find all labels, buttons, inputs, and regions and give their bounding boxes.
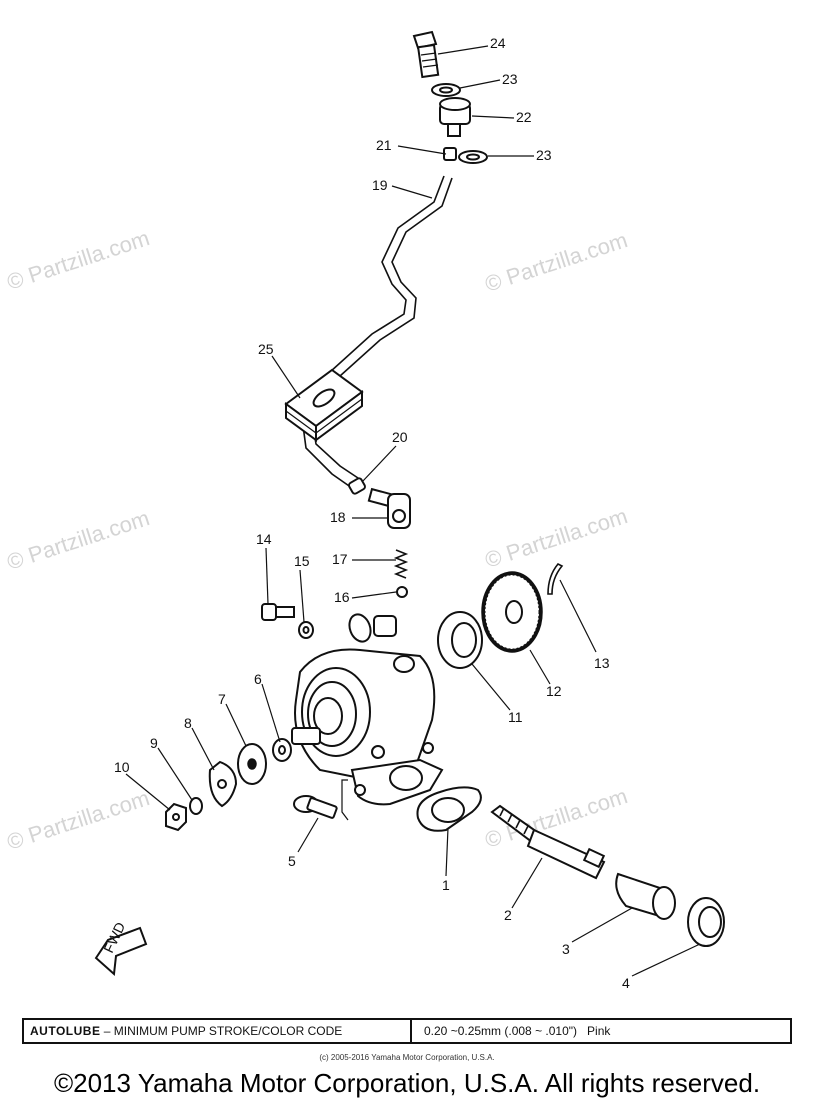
part-4-bearing (687, 897, 725, 947)
table-value: 0.20 ~0.25mm (.008 ~ .010") Pink (424, 1024, 611, 1038)
callout-14: 14 (256, 531, 272, 547)
small-copyright: (c) 2005-2016 Yamaha Motor Corporation, … (319, 1053, 495, 1062)
part-11-oil-seal (437, 611, 483, 669)
part-10-nut (165, 802, 187, 832)
part-1-gasket (416, 786, 482, 832)
part-24-bolt (412, 30, 440, 79)
table-label-bold: AUTOLUBE (30, 1024, 101, 1038)
part-14-bolt (261, 603, 295, 621)
callout-11: 11 (508, 709, 523, 725)
callout-16: 16 (334, 589, 350, 605)
watermark: © Partzilla.com (4, 505, 153, 575)
callout-21: 21 (376, 137, 392, 153)
callout-23-top: 23 (502, 71, 518, 87)
part-5-screw (293, 779, 349, 821)
watermark: © Partzilla.com (482, 503, 631, 573)
part-17-spring (393, 549, 409, 579)
callout-25: 25 (258, 341, 274, 357)
oil-pump-body (291, 613, 444, 806)
table-label: AUTOLUBE – MINIMUM PUMP STROKE/COLOR COD… (24, 1020, 412, 1042)
callouts: 24 23 22 21 23 19 25 20 18 14 17 15 16 1… (114, 35, 630, 991)
part-16-ball (396, 586, 408, 598)
callout-13: 13 (594, 655, 610, 671)
part-19-delivery-pipe (301, 175, 453, 489)
callout-7: 7 (218, 691, 226, 707)
callout-10: 10 (114, 759, 130, 775)
part-3-collar (615, 872, 676, 920)
callout-6: 6 (254, 671, 262, 687)
part-25-grommet (284, 368, 364, 442)
part-9-washer (189, 797, 203, 815)
callout-22: 22 (516, 109, 532, 125)
callout-4: 4 (622, 975, 630, 991)
autolube-code-table: AUTOLUBE – MINIMUM PUMP STROKE/COLOR COD… (22, 1018, 792, 1044)
watermark: © Partzilla.com (4, 785, 153, 855)
callout-18: 18 (330, 509, 346, 525)
callout-2: 2 (504, 907, 512, 923)
callout-19: 19 (372, 177, 388, 193)
callout-5: 5 (288, 853, 296, 869)
callout-20: 20 (392, 429, 408, 445)
table-label-rest: – MINIMUM PUMP STROKE/COLOR CODE (100, 1024, 343, 1038)
callout-15: 15 (294, 553, 310, 569)
callout-3: 3 (562, 941, 570, 957)
part-22-union (439, 97, 471, 137)
callout-24: 24 (490, 35, 506, 51)
part-12-gear (481, 571, 543, 653)
exploded-parts-diagram: © Partzilla.com © Partzilla.com © Partzi… (4, 30, 725, 991)
watermark: © Partzilla.com (482, 227, 631, 297)
callout-12: 12 (546, 683, 562, 699)
part-18-banjo (367, 487, 411, 529)
watermark: © Partzilla.com (4, 225, 153, 295)
callout-8: 8 (184, 715, 192, 731)
part-2-pump-shaft (490, 804, 606, 880)
callout-17: 17 (332, 551, 348, 567)
fwd-arrow: FWD (94, 920, 148, 977)
leader-lines (125, 45, 701, 977)
part-8-lock-plate (208, 760, 238, 808)
copyright: ©2013 Yamaha Motor Corporation, U.S.A. A… (53, 1068, 761, 1098)
part-13-cotter-pin (547, 563, 564, 595)
part-20-clip (348, 477, 366, 495)
callout-9: 9 (150, 735, 158, 751)
callout-23-bottom: 23 (536, 147, 552, 163)
callout-1: 1 (442, 877, 450, 893)
